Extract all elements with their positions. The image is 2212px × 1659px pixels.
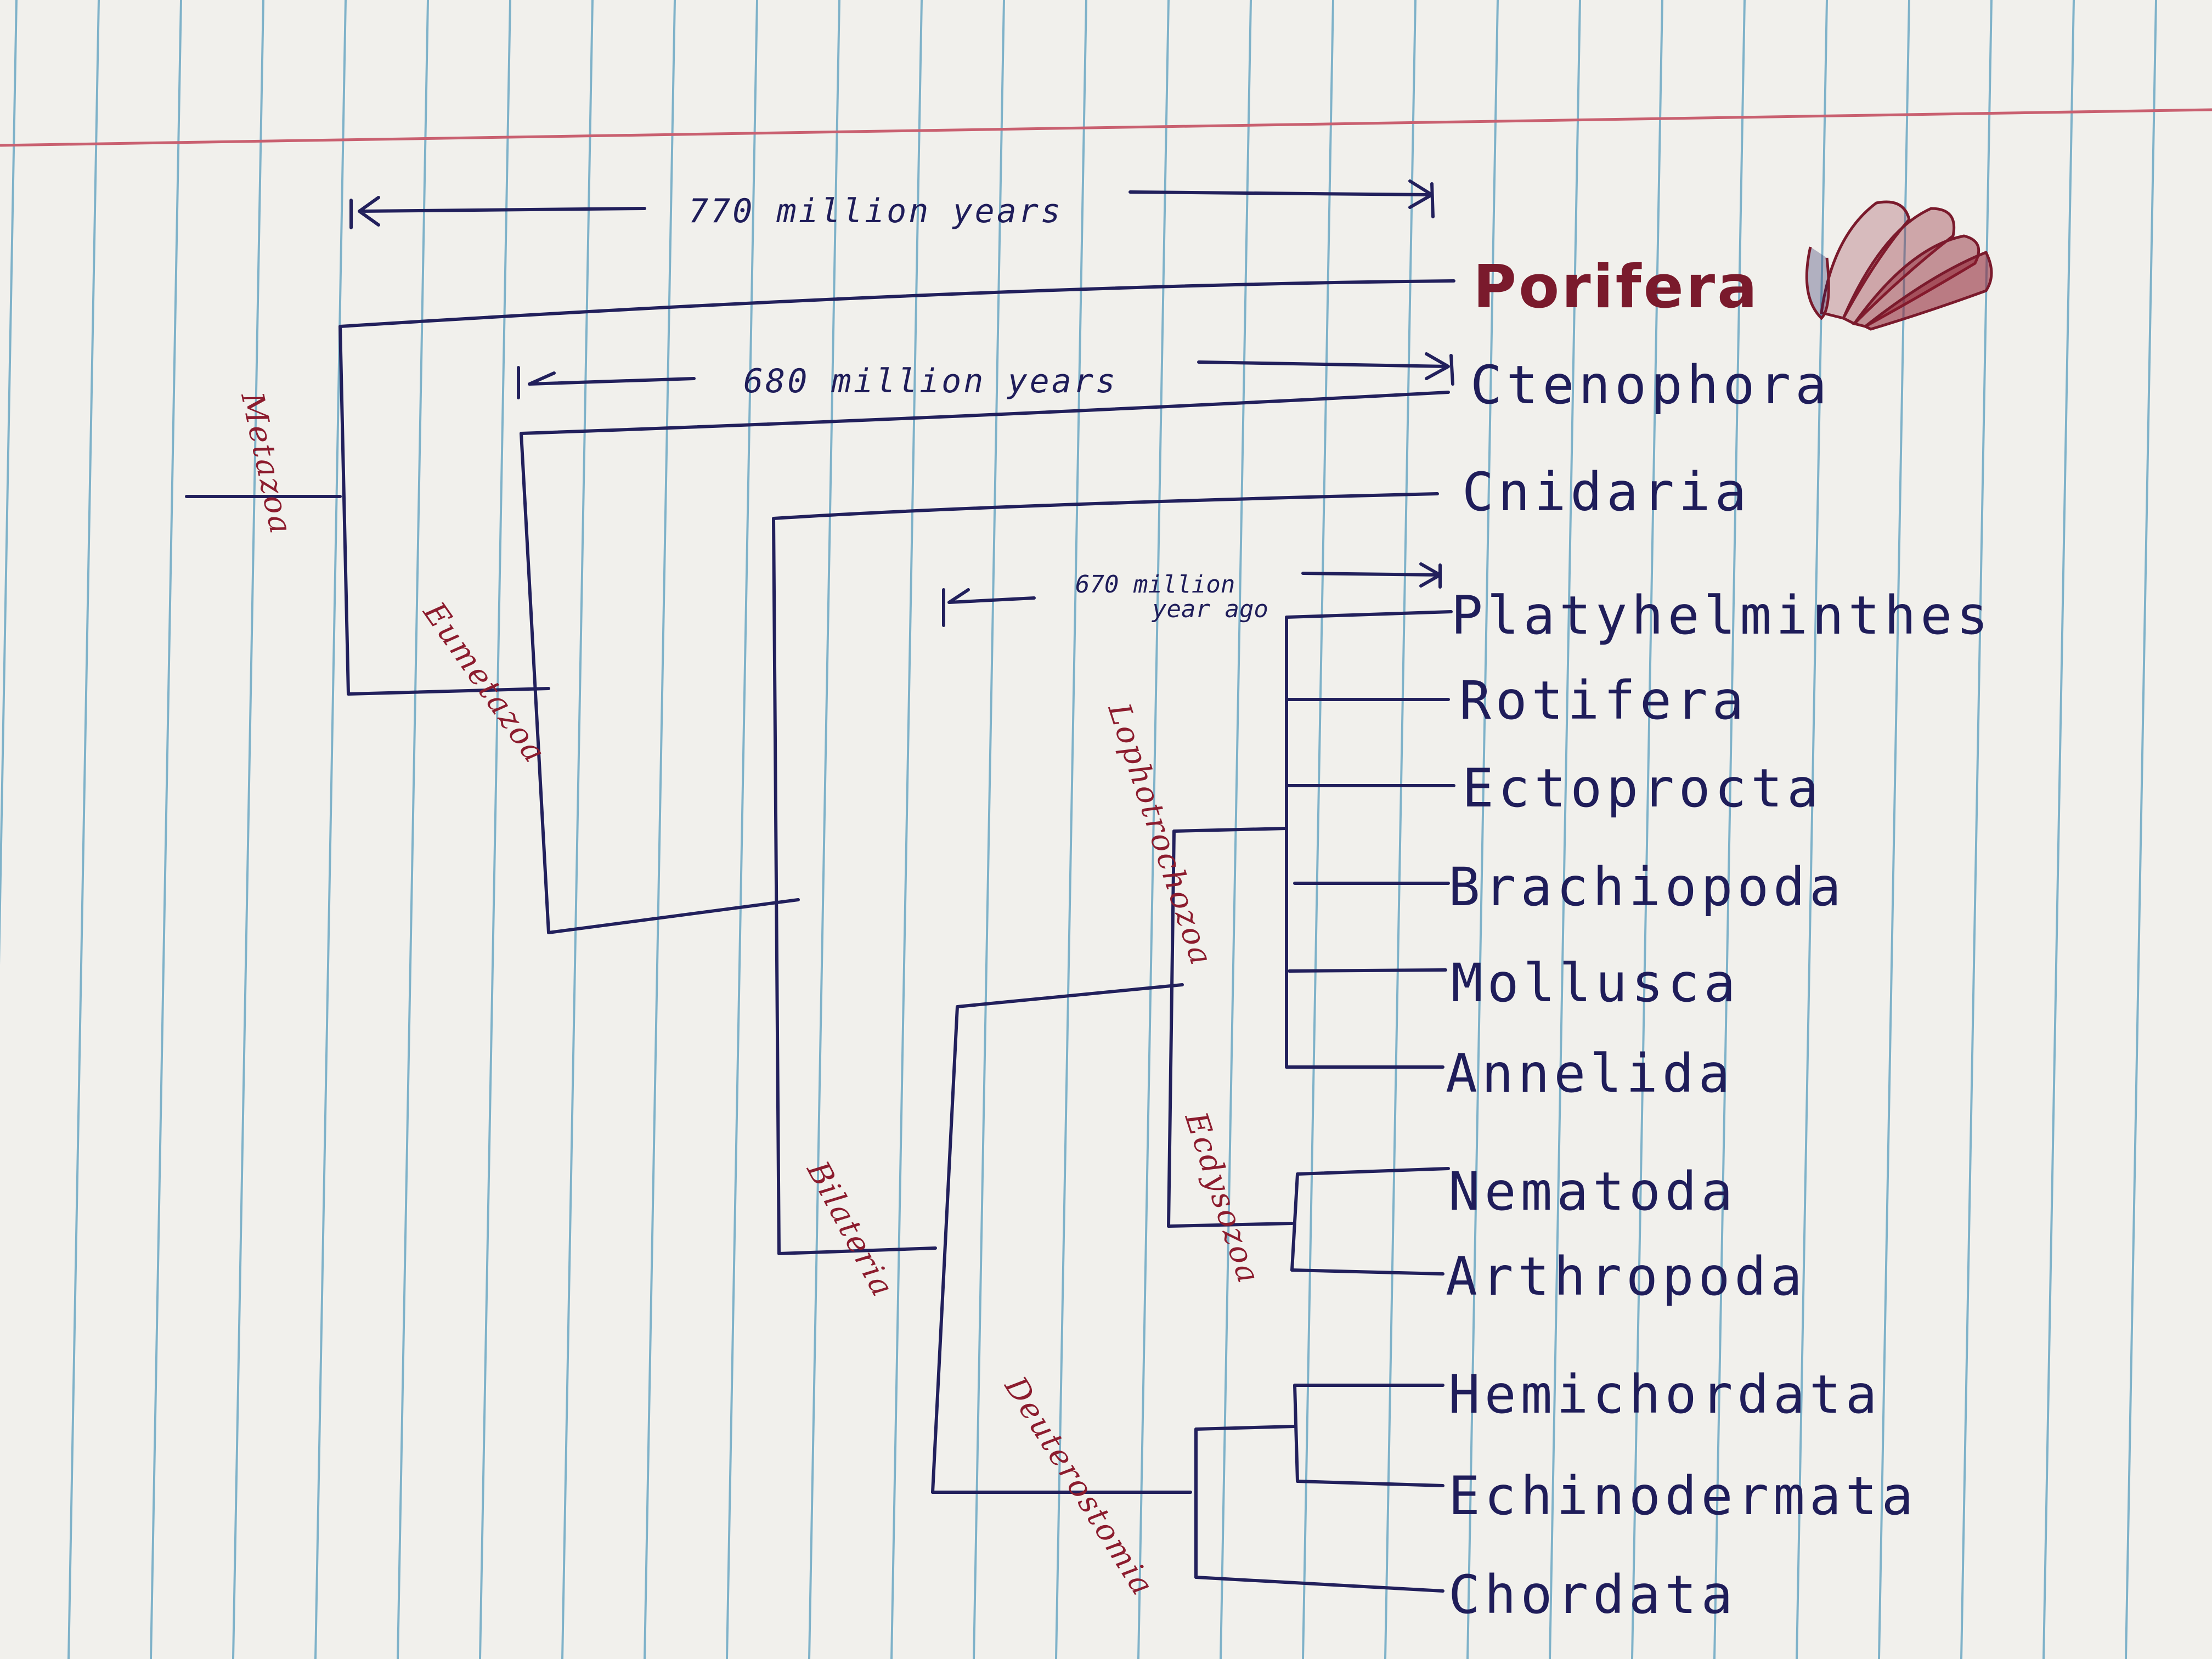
rule-line [314, 0, 347, 1659]
rule-line [890, 0, 923, 1659]
rule-line [0, 0, 18, 966]
taxon-arthropoda: Arthropoda [1446, 1246, 1807, 1307]
taxon-ctenophora: Ctenophora [1470, 354, 1831, 416]
rule-line [1466, 0, 1499, 1659]
rule-line [150, 0, 182, 1659]
taxon-annelida: Annelida [1446, 1043, 1734, 1104]
taxon-porifera: Porifera [1473, 253, 1759, 321]
rule-line [1302, 0, 1334, 1659]
timeline-680-left-arrow [517, 366, 696, 399]
cladogram-branches [185, 279, 1455, 1593]
timeline-770-right-arrow [1128, 179, 1435, 218]
taxon-chordata: Chordata [1448, 1564, 1737, 1626]
notebook-rule-lines [0, 0, 2157, 1659]
timeline-670-label-line2: year ago [1152, 595, 1268, 623]
taxon-cnidaria: Cnidaria [1462, 461, 1751, 523]
branch-to-cnidaria-bilateria [547, 898, 800, 934]
branch-cnidaria [772, 492, 1439, 520]
leaf-platyhelminthes [1285, 610, 1453, 619]
protostomia-node [1167, 830, 1176, 1228]
eumetazoa-node [520, 432, 550, 934]
timeline-680-right-arrow [1197, 352, 1454, 386]
rule-line [726, 0, 758, 1659]
rule-line [808, 0, 840, 1659]
leaf-echinodermata [1296, 1480, 1444, 1487]
timeline-770-label: 770 million years [689, 192, 1063, 230]
leaf-mollusca [1288, 968, 1447, 973]
taxon-mollusca: Mollusca [1451, 952, 1740, 1014]
ecdysozoa-node [1290, 1172, 1299, 1272]
leaf-nematoda [1296, 1167, 1450, 1176]
taxon-echinodermata: Echinodermata [1448, 1465, 1917, 1527]
rule-line [397, 0, 429, 1659]
metazoa-node [338, 325, 350, 696]
taxon-ectoprocta: Ectoprocta [1462, 758, 1823, 819]
rule-line [232, 0, 264, 1659]
bilateria-node [931, 1005, 959, 1494]
timeline-arrows [349, 179, 1454, 627]
rule-line [1549, 0, 1581, 1659]
rule-line [479, 0, 511, 1659]
branch-ecdysozoa [1167, 1222, 1294, 1228]
taxon-nematoda: Nematoda [1448, 1161, 1737, 1222]
rule-line [1631, 0, 1663, 1659]
rule-line [1713, 0, 1746, 1659]
branch-bilateria [777, 1246, 937, 1255]
leaf-chordata [1194, 1576, 1444, 1593]
timeline-670-left-arrow [942, 588, 1036, 627]
rule-line [2125, 0, 2157, 1659]
rule-line [973, 0, 1005, 1659]
taxon-hemichordata: Hemichordata [1448, 1364, 1882, 1425]
timeline-770-left-arrow [349, 196, 646, 229]
timeline-670-right-arrow [1301, 562, 1442, 589]
taxon-platyhelminthes: Platyhelminthes [1451, 585, 1993, 646]
branch-ambulacraria [1194, 1425, 1296, 1431]
rule-line [67, 0, 100, 1659]
sponge-icon [1805, 200, 1993, 331]
rule-line [1055, 0, 1087, 1659]
rule-line [1384, 0, 1417, 1659]
cnidaria-bilateria-node [772, 517, 781, 1255]
rule-line [561, 0, 594, 1659]
rule-line [2042, 0, 2075, 1659]
timeline-670-label-line1: 670 million [1075, 571, 1235, 599]
taxon-brachiopoda: Brachiopoda [1448, 856, 1846, 918]
branch-lophotrochozoa [1172, 827, 1288, 833]
timeline-680-label: 680 million years [743, 362, 1118, 400]
branch-porifera [338, 279, 1455, 328]
red-margin-line [0, 108, 2212, 147]
branch-protostomia [956, 983, 1184, 1008]
rule-line [644, 0, 676, 1659]
branch-eumetazoa [347, 687, 550, 696]
rule-line [1796, 0, 1828, 1659]
leaf-arthropoda [1290, 1268, 1444, 1276]
branch-ctenophora [520, 391, 1450, 435]
rule-line [1137, 0, 1170, 1659]
ambulacraria-node [1293, 1384, 1299, 1483]
taxon-rotifera: Rotifera [1459, 670, 1748, 731]
